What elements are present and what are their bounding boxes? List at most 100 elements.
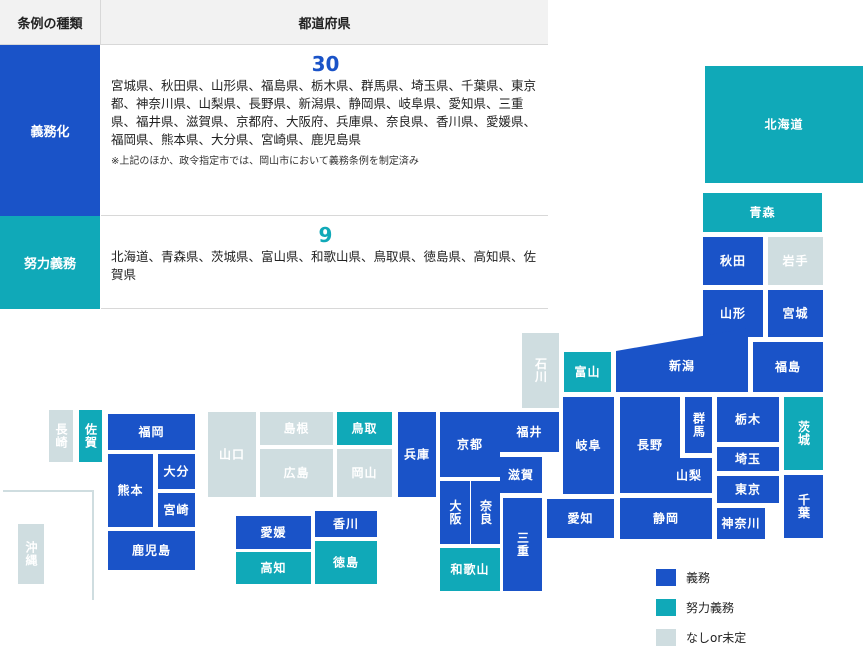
prefecture-kyoto: 京都 xyxy=(440,412,500,477)
prefecture-shape-nagasaki xyxy=(49,410,73,462)
prefecture-shape-wakayama xyxy=(440,548,500,591)
prefecture-oita: 大分 xyxy=(158,454,195,489)
prefecture-label-okinawa: 沖縄 xyxy=(24,540,38,567)
prefecture-shape-iwate xyxy=(768,237,823,285)
prefecture-label-tokyo: 東京 xyxy=(735,482,761,497)
legend-label-mandatory: 義務 xyxy=(686,571,711,585)
prefecture-label-tottori: 鳥取 xyxy=(351,421,377,436)
prefecture-yamanashi: 山梨 xyxy=(666,458,712,493)
prefecture-shimane: 島根 xyxy=(260,412,333,445)
prefecture-kochi: 高知 xyxy=(236,552,311,584)
prefecture-label-ibaraki: 茨城 xyxy=(797,419,811,446)
prefecture-shape-gifu xyxy=(563,397,614,494)
prefecture-hokkaido: 北海道 xyxy=(705,66,863,183)
prefecture-label-kumamoto: 熊本 xyxy=(117,483,143,498)
prefecture-kumamoto: 熊本 xyxy=(108,454,153,527)
prefecture-nagano: 長野 xyxy=(620,397,680,493)
prefecture-okinawa: 沖縄 xyxy=(18,524,44,584)
prefecture-shape-mie xyxy=(503,498,542,591)
prefecture-label-nara: 奈良 xyxy=(479,498,493,525)
prefecture-ehime: 愛媛 xyxy=(236,516,311,549)
prefecture-toyama: 富山 xyxy=(564,352,611,392)
prefecture-label-akita: 秋田 xyxy=(720,253,746,268)
prefecture-shape-kagoshima xyxy=(108,531,195,570)
prefecture-shape-saitama xyxy=(717,447,779,471)
prefecture-shape-gunma xyxy=(685,397,712,453)
prefecture-aomori: 青森 xyxy=(703,193,822,232)
prefecture-chiba: 千葉 xyxy=(784,475,823,538)
prefecture-label-kagawa: 香川 xyxy=(332,516,359,531)
prefecture-label-hyogo: 兵庫 xyxy=(404,447,430,462)
prefecture-shape-hyogo xyxy=(398,412,436,497)
prefecture-shape-yamagata xyxy=(703,290,763,337)
prefecture-shape-fukui xyxy=(500,412,559,452)
prefecture-label-okayama: 岡山 xyxy=(351,465,377,480)
prefecture-shape-tochigi xyxy=(717,397,779,442)
row-content-effort: 9 北海道、青森県、茨城県、富山県、和歌山県、鳥取県、徳島県、高知県、佐賀県 xyxy=(100,215,548,309)
prefecture-miyazaki: 宮崎 xyxy=(158,493,195,527)
prefecture-shape-nara xyxy=(471,481,500,544)
prefecture-shape-tokyo xyxy=(717,476,779,503)
prefecture-nara: 奈良 xyxy=(471,481,500,544)
prefecture-kagoshima: 鹿児島 xyxy=(108,531,195,570)
prefecture-shape-ehime xyxy=(236,516,311,549)
prefecture-label-shiga: 滋賀 xyxy=(508,467,534,482)
prefecture-kanagawa: 神奈川 xyxy=(717,508,765,539)
prefecture-label-nagasaki: 長崎 xyxy=(54,422,68,449)
prefecture-tottori: 鳥取 xyxy=(337,412,392,445)
prefecture-shape-chiba xyxy=(784,475,823,538)
okinawa-divider-line xyxy=(3,490,94,600)
legend-label-effort: 努力義務 xyxy=(686,601,735,615)
prefecture-label-tokushima: 徳島 xyxy=(332,555,359,570)
prefecture-aichi: 愛知 xyxy=(547,499,614,538)
prefecture-shape-akita xyxy=(703,237,763,285)
prefecture-label-gunma: 群馬 xyxy=(692,411,706,438)
mandatory-prefecture-list: 宮城県、秋田県、山形県、福島県、栃木県、群馬県、埼玉県、千葉県、東京都、神奈川県… xyxy=(111,78,537,147)
prefecture-ibaraki: 茨城 xyxy=(784,397,823,470)
prefecture-yamagata: 山形 xyxy=(703,290,763,337)
prefecture-shape-ishikawa xyxy=(522,333,559,408)
prefecture-mie: 三重 xyxy=(503,498,542,591)
legend-item-none: なしor未定 xyxy=(656,629,746,646)
prefecture-label-miyagi: 宮城 xyxy=(782,306,808,321)
prefecture-shape-hokkaido xyxy=(705,66,863,183)
prefecture-tokyo: 東京 xyxy=(717,476,779,503)
prefecture-fukushima: 福島 xyxy=(753,342,823,392)
prefecture-label-saga: 佐賀 xyxy=(84,422,98,449)
prefecture-label-gifu: 岐阜 xyxy=(575,438,601,453)
prefecture-label-tochigi: 栃木 xyxy=(735,412,761,427)
prefecture-gunma: 群馬 xyxy=(685,397,712,453)
prefecture-shape-hiroshima xyxy=(260,449,333,497)
prefecture-label-fukushima: 福島 xyxy=(774,359,801,374)
prefecture-shape-saga xyxy=(79,410,102,462)
prefecture-label-iwate: 岩手 xyxy=(781,253,808,268)
prefecture-fukuoka: 福岡 xyxy=(108,414,195,450)
prefecture-shape-kumamoto xyxy=(108,454,153,527)
prefecture-tochigi: 栃木 xyxy=(717,397,779,442)
header-ordinance-type: 条例の種類 xyxy=(0,0,101,45)
prefecture-shape-yamaguchi xyxy=(208,412,256,497)
prefecture-label-shimane: 島根 xyxy=(283,421,309,436)
effort-prefecture-list: 北海道、青森県、茨城県、富山県、和歌山県、鳥取県、徳島県、高知県、佐賀県 xyxy=(111,249,537,282)
prefecture-shape-oita xyxy=(158,454,195,489)
legend-label-none: なしor未定 xyxy=(686,631,747,645)
prefecture-label-miyazaki: 宮崎 xyxy=(163,502,189,517)
prefecture-shape-kanagawa xyxy=(717,508,765,539)
prefecture-label-fukuoka: 福岡 xyxy=(137,424,164,439)
prefecture-layer: 北海道青森秋田岩手山形宮城新潟福島石川富山長野群馬栃木茨城埼玉山梨東京千葉神奈川… xyxy=(18,66,863,591)
prefecture-iwate: 岩手 xyxy=(768,237,823,285)
legend-swatch-mandatory xyxy=(656,569,676,586)
prefecture-label-hokkaido: 北海道 xyxy=(764,117,803,132)
prefecture-kagawa: 香川 xyxy=(315,511,377,537)
prefecture-label-kagoshima: 鹿児島 xyxy=(132,543,171,558)
prefecture-label-aichi: 愛知 xyxy=(567,511,593,526)
prefecture-osaka: 大阪 xyxy=(440,481,470,544)
prefecture-ishikawa: 石川 xyxy=(522,333,559,408)
prefecture-label-wakayama: 和歌山 xyxy=(449,562,489,577)
prefecture-hiroshima: 広島 xyxy=(260,449,333,497)
prefecture-shape-ibaraki xyxy=(784,397,823,470)
prefecture-shape-aomori xyxy=(703,193,822,232)
prefecture-shape-tokushima xyxy=(315,541,377,584)
prefecture-shape-niigata xyxy=(616,328,748,392)
